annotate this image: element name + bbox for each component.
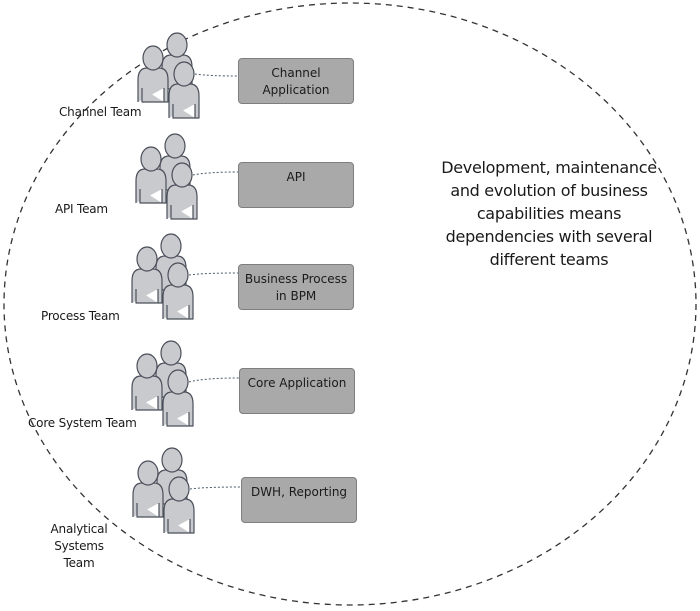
team-people-icon: [132, 447, 195, 534]
system-box-core-application: Core Application: [239, 368, 355, 414]
person-back-left: [137, 45, 169, 103]
person-back-left: [135, 146, 167, 204]
team-system-connector: [194, 73, 239, 77]
team-label-process: Process Team: [41, 309, 120, 323]
person-front: [163, 476, 195, 534]
person-back-left: [131, 246, 163, 304]
diagram-caption: Development, maintenance and evolution o…: [441, 158, 657, 269]
person-back-left: [132, 460, 164, 518]
connectors: [188, 73, 242, 490]
person-back-left: [131, 353, 163, 411]
system-box-business-process: Business Process in BPM: [238, 264, 354, 310]
team-people-icon: [131, 340, 194, 427]
person-front: [168, 61, 200, 119]
person-front: [166, 162, 198, 220]
team-people-icon: [135, 133, 198, 220]
team-label-channel: Channel Team: [59, 105, 142, 119]
system-box-channel-application: Channel Application: [238, 58, 354, 104]
team-icons: [131, 32, 200, 534]
person-front: [162, 369, 194, 427]
system-box-dwh-reporting: DWH, Reporting: [241, 477, 357, 523]
team-people-icon: [131, 233, 194, 320]
team-people-icon: [137, 32, 200, 119]
team-system-connector: [192, 171, 239, 176]
team-label-api: API Team: [55, 202, 108, 216]
business-capability-boundary: [3, 2, 697, 606]
person-front: [162, 262, 194, 320]
team-system-connector: [188, 377, 240, 383]
team-label-analytical-systems: Analytical Systems Team: [50, 522, 108, 570]
system-box-api: API: [238, 162, 354, 208]
team-label-core-system: Core System Team: [28, 416, 137, 430]
team-system-connector: [188, 272, 239, 276]
team-system-connector: [189, 486, 242, 490]
